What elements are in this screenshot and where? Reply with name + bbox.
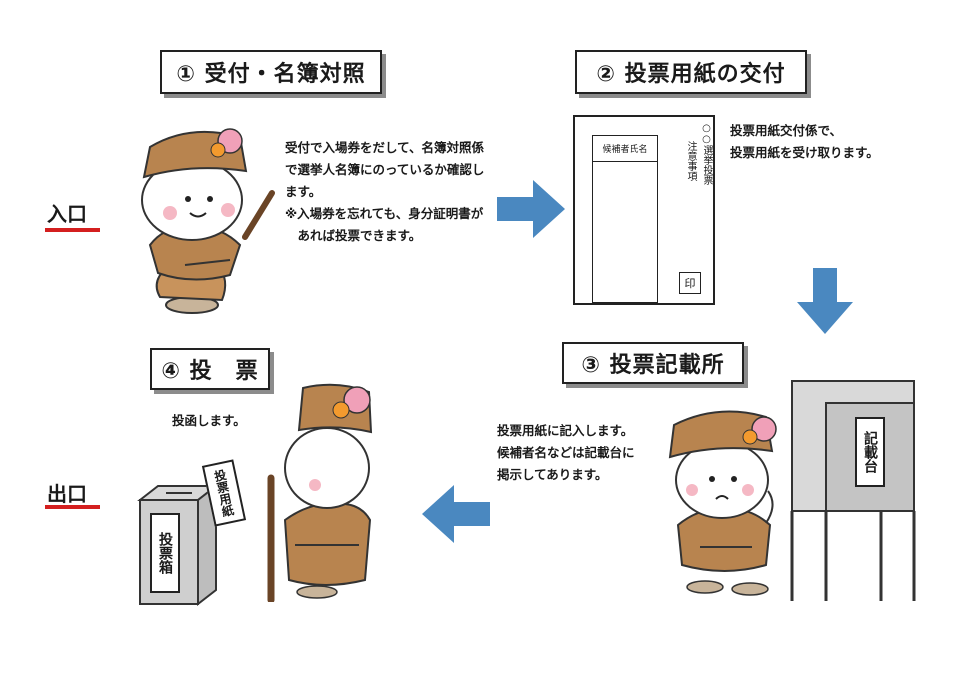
step-1-title: ① 受付・名簿対照 (160, 50, 382, 94)
step-4-description: 投函します。 (172, 410, 292, 432)
character-walking (141, 128, 275, 314)
step-1-description: 受付で入場券をだして、名簿対照係 で選挙人名簿にのっているか確認し ます。 ※入… (285, 137, 515, 247)
step-2-description: 投票用紙交付係で、 投票用紙を受け取ります。 (730, 120, 920, 164)
step-3-line: 候補者名などは記載台に (497, 445, 635, 460)
step-1-line: 受付で入場券をだして、名簿対照係 (285, 140, 485, 155)
entrance-underline (45, 228, 100, 232)
booth-sign: 記載台 (855, 417, 885, 487)
step-4-title: ④ 投 票 (150, 348, 270, 390)
exit-label: 出口 (47, 482, 87, 506)
step-1-line: で選挙人名簿にのっているか確認し (285, 162, 485, 177)
exit-underline (45, 505, 100, 509)
candidate-name-box: 候補者氏名 (592, 135, 658, 303)
character-thinking (668, 410, 777, 596)
step-1-line: ※入場券を忘れても、身分証明書が (285, 206, 484, 221)
step-2-title: ② 投票用紙の交付 (575, 50, 807, 94)
seal-box: 印 (679, 272, 701, 294)
character-voting (267, 383, 373, 602)
step-1-line: ます。 (285, 184, 322, 199)
arrow-down (797, 268, 853, 334)
voting-booth (790, 380, 916, 601)
entrance-label: 入口 (47, 202, 87, 226)
step-2-line: 投票用紙交付係で、 (730, 123, 843, 138)
step-3-line: 掲示してあります。 (497, 467, 608, 482)
step-1-line: あれば投票できます。 (285, 228, 422, 243)
step-2-line: 投票用紙を受け取ります。 (730, 145, 879, 160)
arrow-right (497, 180, 565, 238)
ballot-paper: 候補者氏名 ○○選挙投票 注意事項 印 (573, 115, 715, 305)
ballot-header: ○○選挙投票 (701, 123, 712, 185)
step-3-description: 投票用紙に記入します。 候補者名などは記載台に 掲示してあります。 (497, 420, 677, 486)
arrow-left (422, 485, 490, 543)
step-4-line: 投函します。 (172, 413, 246, 428)
ballot-box-sign: 投票箱 (150, 513, 180, 593)
step-3-title: ③ 投票記載所 (562, 342, 744, 384)
candidate-name-label: 候補者氏名 (593, 136, 657, 162)
ballot-note: 注意事項 (685, 141, 696, 181)
step-3-line: 投票用紙に記入します。 (497, 423, 634, 438)
